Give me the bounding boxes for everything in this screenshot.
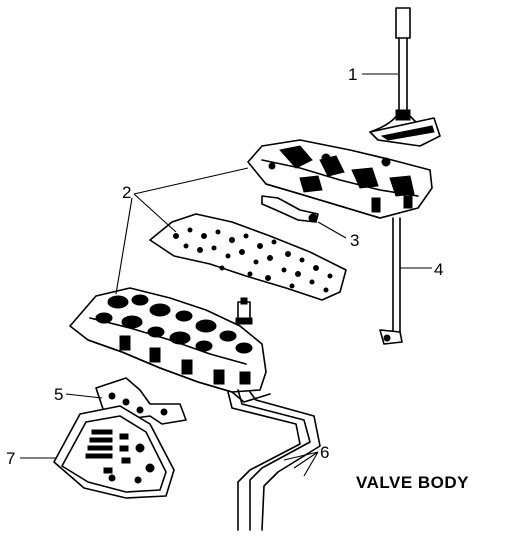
lower-valve-body bbox=[69, 287, 271, 403]
callout-7: 7 bbox=[6, 449, 15, 468]
part-2-separator-plate bbox=[149, 213, 347, 301]
diagram-title: VALVE BODY bbox=[356, 473, 469, 492]
part-7-filter bbox=[53, 405, 175, 499]
callout-6: 6 bbox=[320, 443, 329, 462]
callout-3: 3 bbox=[350, 231, 359, 250]
upper-valve-body bbox=[247, 139, 433, 219]
small-plug bbox=[235, 297, 253, 325]
part-6-tubes bbox=[227, 389, 321, 531]
leader-lines bbox=[20, 73, 432, 477]
callout-2: 2 bbox=[122, 183, 131, 202]
callout-1: 1 bbox=[348, 65, 357, 84]
callout-4: 4 bbox=[434, 260, 443, 279]
part-4-rod bbox=[379, 217, 403, 345]
part-3-bracket bbox=[261, 195, 319, 223]
callout-5: 5 bbox=[54, 385, 63, 404]
part-1-detent-lever bbox=[369, 7, 441, 147]
